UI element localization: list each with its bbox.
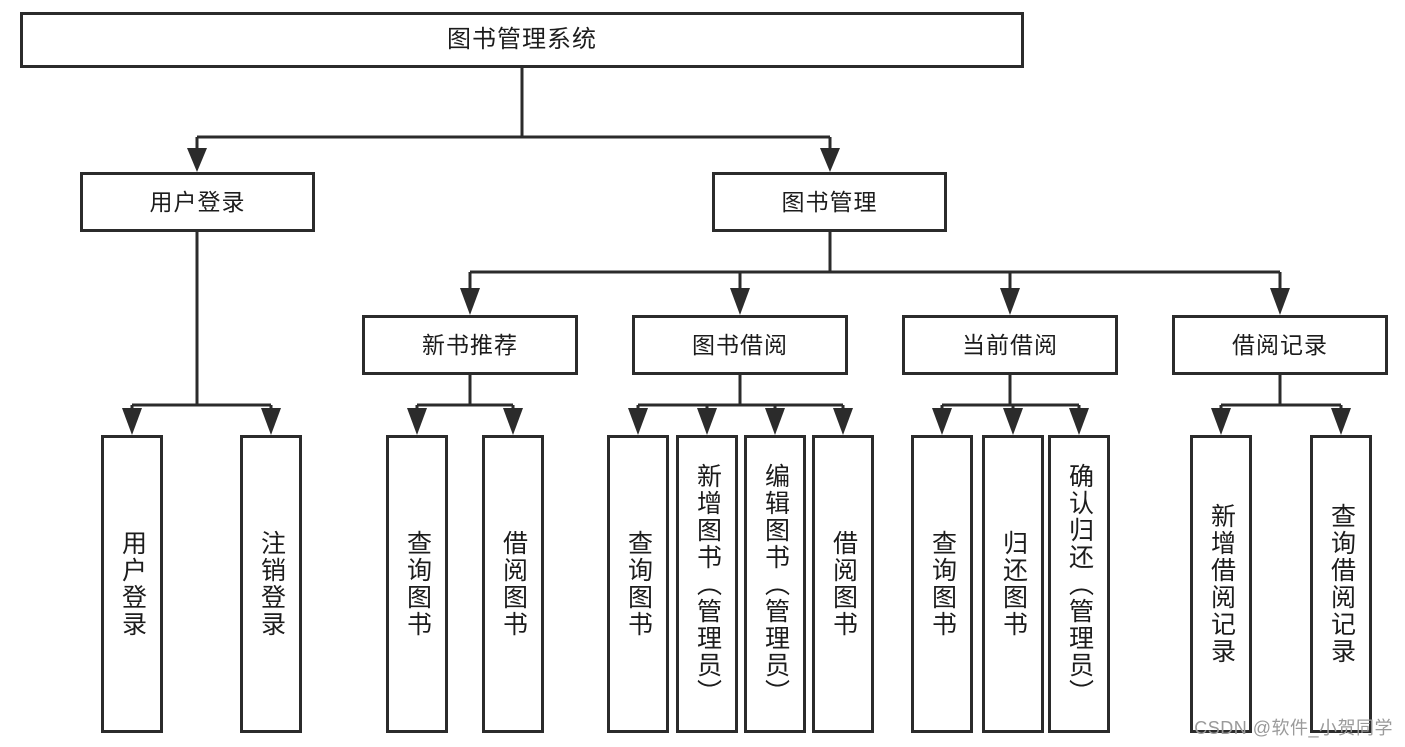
node-leaf-bb-edit-label: 编辑图书（管理员）: [761, 462, 790, 706]
node-current-borrow[interactable]: 当前借阅: [902, 315, 1118, 375]
node-leaf-br-query[interactable]: 查询借阅记录: [1310, 435, 1372, 733]
node-leaf-cb-confirm-label: 确认归还（管理员）: [1065, 462, 1094, 706]
node-book-manage-label: 图书管理: [781, 188, 878, 215]
node-book-manage[interactable]: 图书管理: [712, 172, 947, 232]
node-leaf-br-add[interactable]: 新增借阅记录: [1190, 435, 1252, 733]
node-root-label: 图书管理系统: [447, 26, 597, 53]
node-current-borrow-label: 当前借阅: [962, 331, 1058, 358]
node-leaf-rec-query[interactable]: 查询图书: [386, 435, 448, 733]
node-leaf-user-logout-label: 注销登录: [257, 530, 286, 638]
node-leaf-user-logout[interactable]: 注销登录: [240, 435, 302, 733]
node-leaf-br-add-label: 新增借阅记录: [1207, 503, 1236, 665]
node-leaf-user-login-label: 用户登录: [118, 530, 147, 638]
node-new-book-rec-label: 新书推荐: [422, 331, 518, 358]
csdn-watermark: CSDN @软件_小贺同学: [1194, 718, 1393, 738]
node-new-book-rec[interactable]: 新书推荐: [362, 315, 578, 375]
node-leaf-bb-add-label: 新增图书（管理员）: [693, 462, 722, 706]
node-user-login[interactable]: 用户登录: [80, 172, 315, 232]
node-root[interactable]: 图书管理系统: [20, 12, 1024, 68]
node-leaf-user-login[interactable]: 用户登录: [101, 435, 163, 733]
node-borrow-record[interactable]: 借阅记录: [1172, 315, 1388, 375]
node-leaf-cb-query[interactable]: 查询图书: [911, 435, 973, 733]
node-leaf-cb-return-label: 归还图书: [999, 530, 1028, 638]
node-leaf-bb-query-label: 查询图书: [624, 530, 653, 638]
node-leaf-bb-edit[interactable]: 编辑图书（管理员）: [744, 435, 806, 733]
node-leaf-cb-return[interactable]: 归还图书: [982, 435, 1044, 733]
node-user-login-label: 用户登录: [149, 188, 246, 215]
node-leaf-rec-borrow-label: 借阅图书: [499, 530, 528, 638]
node-leaf-cb-query-label: 查询图书: [928, 530, 957, 638]
node-leaf-bb-query[interactable]: 查询图书: [607, 435, 669, 733]
node-leaf-bb-borrow-label: 借阅图书: [829, 530, 858, 638]
node-leaf-cb-confirm[interactable]: 确认归还（管理员）: [1048, 435, 1110, 733]
node-leaf-bb-borrow[interactable]: 借阅图书: [812, 435, 874, 733]
node-leaf-rec-borrow[interactable]: 借阅图书: [482, 435, 544, 733]
node-book-borrow-label: 图书借阅: [692, 331, 788, 358]
node-leaf-rec-query-label: 查询图书: [403, 530, 432, 638]
node-book-borrow[interactable]: 图书借阅: [632, 315, 848, 375]
node-leaf-br-query-label: 查询借阅记录: [1327, 503, 1356, 665]
node-borrow-record-label: 借阅记录: [1232, 331, 1328, 358]
node-leaf-bb-add[interactable]: 新增图书（管理员）: [676, 435, 738, 733]
